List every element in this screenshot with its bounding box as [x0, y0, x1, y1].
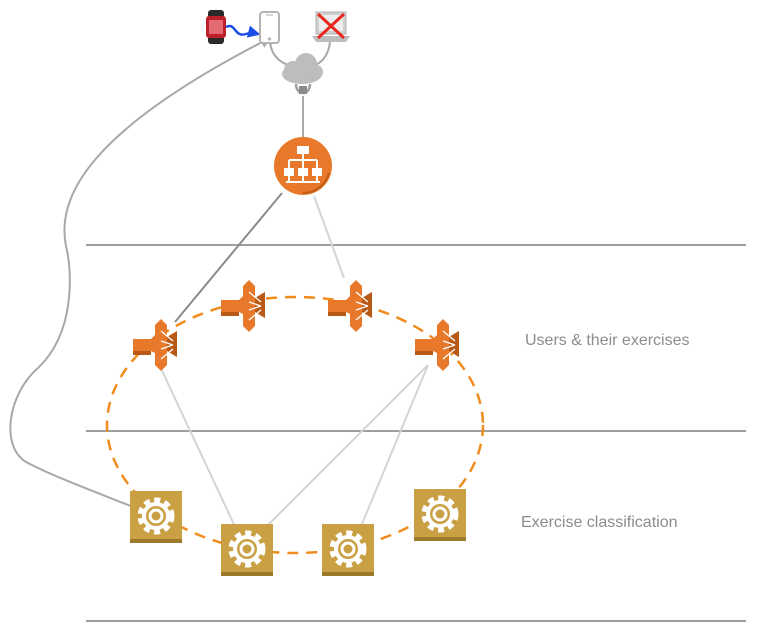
lb-link	[174, 192, 283, 323]
load-balancer-icon	[274, 137, 332, 195]
node-links	[156, 195, 429, 549]
feedback-path	[9, 36, 273, 517]
user-node-1	[132, 318, 178, 372]
sync-arrow	[225, 24, 261, 38]
users-layer-label: Users & their exercises	[525, 332, 690, 349]
phone-icon	[259, 11, 280, 44]
user-node-4	[414, 318, 460, 372]
watch-icon	[206, 10, 226, 44]
classification-layer-label: Exercise classification	[521, 514, 678, 531]
user-node-3	[327, 279, 373, 333]
worker-node-4	[414, 489, 466, 541]
user-node-2	[220, 279, 266, 333]
worker-node-2	[221, 524, 273, 576]
worker-node-1	[130, 491, 182, 543]
laptop-disabled-icon	[312, 11, 350, 42]
worker-node-3	[322, 524, 374, 576]
cloud-icon	[282, 53, 323, 95]
cluster-ring	[105, 295, 485, 555]
